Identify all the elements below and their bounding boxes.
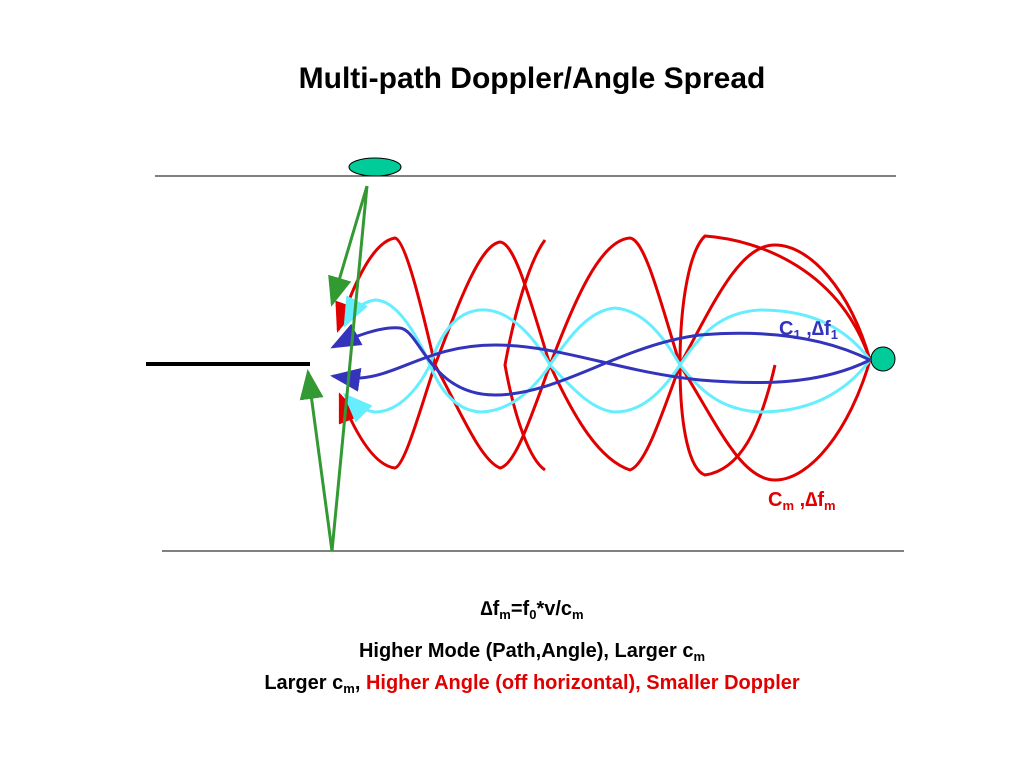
source-circle <box>870 346 896 372</box>
surface-reflection-paths <box>299 185 369 552</box>
doppler-formula: ∆fm=f0*v/cm <box>480 598 584 622</box>
mode-1-ray-paths <box>330 323 871 397</box>
surface-source-ellipse <box>348 157 402 177</box>
mode-m-label: Cm ,∆fm <box>768 489 836 513</box>
page-title: Multi-path Doppler/Angle Spread <box>298 62 766 95</box>
higher-mode-caption: Higher Mode (Path,Angle), Larger cm <box>358 640 706 664</box>
larger-c-caption: Larger cm, Higher Angle (off horizontal)… <box>264 672 800 696</box>
smaller-doppler-text: Higher Angle (off horizontal), Smaller D… <box>365 672 800 694</box>
mode-1-label: C1 ,∆f1 <box>779 318 838 342</box>
mode-m-ray-paths <box>335 234 872 482</box>
